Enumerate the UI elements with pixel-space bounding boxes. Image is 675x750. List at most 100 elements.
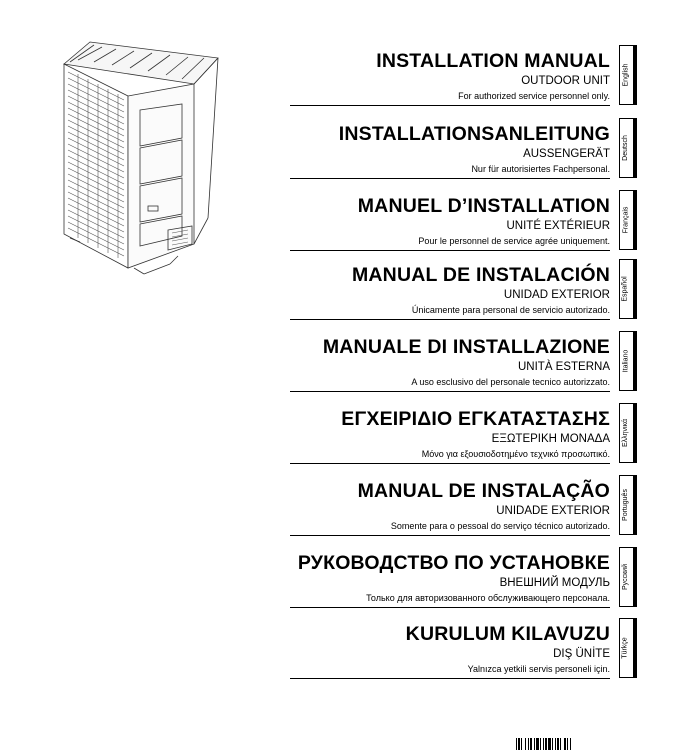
tab-label-wrap: Русский bbox=[620, 548, 632, 606]
barcode-stripe bbox=[555, 738, 556, 750]
outdoor-unit-illustration bbox=[63, 41, 219, 275]
language-tab: Français bbox=[619, 190, 637, 250]
tab-bar bbox=[633, 403, 637, 463]
audience-note: Μόνο για εξουσιοδοτημένο τεχνικό προσωπι… bbox=[421, 449, 610, 459]
barcode-stripe bbox=[525, 738, 526, 750]
divider-rule bbox=[290, 250, 610, 251]
tab-label-wrap: Türkçe bbox=[620, 619, 632, 677]
language-tab: Türkçe bbox=[619, 618, 637, 678]
divider-rule bbox=[290, 535, 610, 536]
tab-bar bbox=[633, 190, 637, 250]
manual-title: ΕΓΧΕΙΡΙΔΙΟ ΕΓΚΑΤΑΣΤΑΣΗΣ bbox=[341, 408, 610, 430]
audience-note: Только для авторизованного обслуживающег… bbox=[366, 593, 610, 603]
unit-subtitle: AUSSENGERÄT bbox=[523, 148, 610, 160]
barcode-stripe bbox=[536, 738, 539, 750]
barcode bbox=[516, 738, 571, 750]
barcode-stripe bbox=[564, 738, 566, 750]
divider-rule bbox=[290, 178, 610, 179]
audience-note: Somente para o pessoal do serviço técnic… bbox=[390, 521, 610, 531]
tab-label: Ελληνικά bbox=[622, 418, 629, 448]
language-block: KURULUM KILAVUZU DIŞ ÜNİTE Yalnızca yetkil… bbox=[230, 623, 610, 679]
language-block: РУКОВОДСТВО ПО УСТАНОВКЕ ВНЕШНИЙ МОДУЛЬ То… bbox=[230, 552, 610, 608]
language-tab: Português bbox=[619, 475, 637, 535]
unit-subtitle: UNITÉ EXTÉRIEUR bbox=[506, 220, 610, 232]
barcode-stripe bbox=[528, 738, 529, 750]
tab-bar bbox=[633, 259, 637, 319]
language-tab: English bbox=[619, 45, 637, 105]
tab-label-wrap: Português bbox=[620, 476, 632, 534]
tab-label-wrap: Français bbox=[620, 191, 632, 249]
language-block: MANUAL DE INSTALAÇÃO UNIDADE EXTERIOR Some… bbox=[230, 480, 610, 536]
tab-bar bbox=[633, 618, 637, 678]
barcode-stripe bbox=[530, 738, 532, 750]
unit-subtitle: OUTDOOR UNIT bbox=[521, 75, 610, 87]
barcode-stripe bbox=[557, 738, 559, 750]
manual-title: MANUAL DE INSTALACIÓN bbox=[351, 264, 610, 286]
language-tab: Deutsch bbox=[619, 118, 637, 178]
manual-title: MANUAL DE INSTALAÇÃO bbox=[357, 480, 610, 502]
manual-title: KURULUM KILAVUZU bbox=[405, 623, 610, 645]
divider-rule bbox=[290, 105, 610, 106]
tab-label-wrap: English bbox=[620, 46, 632, 104]
tab-bar bbox=[633, 331, 637, 391]
language-tab: Español bbox=[619, 259, 637, 319]
audience-note: For authorized service personnel only. bbox=[458, 91, 610, 101]
tab-label: English bbox=[622, 63, 629, 87]
unit-subtitle: UNIDAD EXTERIOR bbox=[503, 289, 610, 301]
tab-label-wrap: Español bbox=[620, 260, 632, 318]
divider-rule bbox=[290, 319, 610, 320]
tab-bar bbox=[633, 45, 637, 105]
barcode-stripe bbox=[518, 738, 520, 750]
barcode-stripe bbox=[570, 738, 571, 750]
manual-title: MANUEL D’INSTALLATION bbox=[357, 195, 610, 217]
manual-title: INSTALLATION MANUAL bbox=[376, 50, 610, 72]
tab-label: Deutsch bbox=[622, 135, 629, 161]
unit-subtitle: ВНЕШНИЙ МОДУЛЬ bbox=[499, 577, 610, 589]
language-block: MANUEL D’INSTALLATION UNITÉ EXTÉRIEUR Pour… bbox=[230, 195, 610, 251]
barcode-stripe bbox=[534, 738, 535, 750]
divider-rule bbox=[290, 463, 610, 464]
manual-title: РУКОВОДСТВО ПО УСТАНОВКЕ bbox=[297, 552, 610, 574]
tab-bar bbox=[633, 547, 637, 607]
audience-note: Únicamente para personal de servicio aut… bbox=[411, 305, 610, 315]
unit-subtitle: ΕΞΩΤΕΡΙΚΗ ΜΟΝΑΔΑ bbox=[491, 433, 610, 445]
barcode-stripe bbox=[548, 738, 551, 750]
language-block: MANUALE DI INSTALLAZIONE UNITÀ ESTERNA A u… bbox=[230, 336, 610, 392]
tab-label: Français bbox=[622, 206, 629, 234]
unit-subtitle: UNIDADE EXTERIOR bbox=[496, 505, 610, 517]
tab-label: Italiano bbox=[622, 349, 630, 373]
barcode-stripe bbox=[567, 738, 568, 750]
unit-subtitle: DIŞ ÜNİTE bbox=[553, 648, 610, 660]
barcode-stripe bbox=[540, 738, 541, 750]
audience-note: A uso esclusivo del personale tecnico au… bbox=[411, 377, 610, 387]
manual-title: INSTALLATIONSANLEITUNG bbox=[338, 123, 610, 145]
barcode-stripe bbox=[560, 738, 561, 750]
tab-bar bbox=[633, 118, 637, 178]
barcode-stripe bbox=[543, 738, 544, 750]
barcode-stripe bbox=[545, 738, 547, 750]
divider-rule bbox=[290, 607, 610, 608]
tab-label-wrap: Deutsch bbox=[620, 119, 632, 177]
divider-rule bbox=[290, 391, 610, 392]
manual-title: MANUALE DI INSTALLAZIONE bbox=[322, 336, 610, 358]
audience-note: Yalnızca yetkili servis personeli için. bbox=[467, 664, 610, 674]
audience-note: Nur für autorisiertes Fachpersonal. bbox=[471, 164, 610, 174]
divider-rule bbox=[290, 678, 610, 679]
language-tab: Italiano bbox=[619, 331, 637, 391]
language-block: MANUAL DE INSTALACIÓN UNIDAD EXTERIOR Únic… bbox=[230, 264, 610, 320]
language-block: INSTALLATIONSANLEITUNG AUSSENGERÄT Nur für… bbox=[230, 123, 610, 179]
tab-label: Русский bbox=[622, 564, 630, 590]
language-tab: Русский bbox=[619, 547, 637, 607]
tab-label: Türkçe bbox=[622, 637, 629, 659]
tab-label: Español bbox=[622, 276, 630, 302]
barcode-stripe bbox=[516, 738, 517, 750]
language-block: ΕΓΧΕΙΡΙΔΙΟ ΕΓΚΑΤΑΣΤΑΣΗΣ ΕΞΩΤΕΡΙΚΗ ΜΟΝΑΔΑ Μ… bbox=[230, 408, 610, 464]
barcode-stripe bbox=[521, 738, 522, 750]
unit-subtitle: UNITÀ ESTERNA bbox=[517, 361, 610, 373]
tab-label-wrap: Italiano bbox=[620, 332, 632, 390]
barcode-stripe bbox=[552, 738, 553, 750]
tab-bar bbox=[633, 475, 637, 535]
language-block: INSTALLATION MANUAL OUTDOOR UNIT For autho… bbox=[230, 50, 610, 106]
tab-label-wrap: Ελληνικά bbox=[620, 404, 632, 462]
audience-note: Pour le personnel de service agrée uniqu… bbox=[418, 236, 610, 246]
